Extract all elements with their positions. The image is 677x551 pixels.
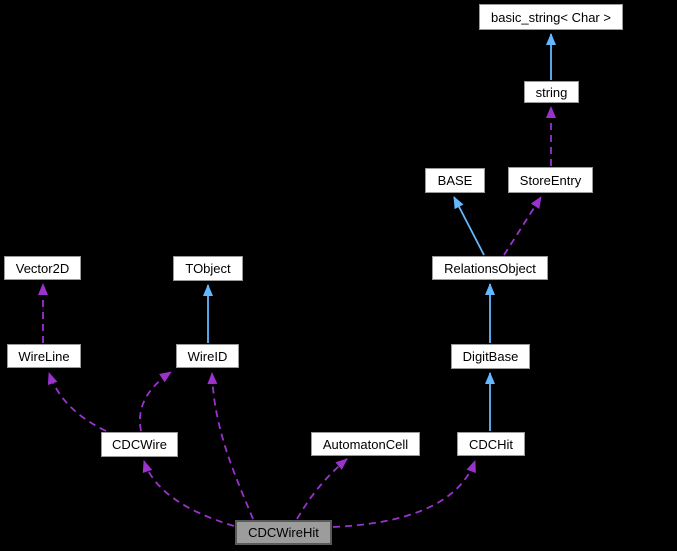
class-node-CDCHit[interactable]: CDCHit: [457, 432, 525, 456]
class-node-label: string: [535, 84, 568, 100]
edge-CDCWire-to-WireID: [139, 371, 172, 432]
class-node-TObject[interactable]: TObject: [173, 256, 243, 281]
class-node-label: AutomatonCell: [322, 436, 409, 452]
class-node-RelationsObject[interactable]: RelationsObject: [432, 256, 548, 280]
edge-CDCWireHit-to-CDCWire: [142, 460, 235, 527]
class-node-label: RelationsObject: [444, 260, 536, 276]
class-node-StoreEntry[interactable]: StoreEntry: [508, 167, 593, 193]
class-node-label: Vector2D: [15, 260, 70, 276]
class-node-label: WireID: [187, 348, 228, 364]
class-node-DigitBase[interactable]: DigitBase: [451, 344, 530, 369]
edge-CDCWire-to-WireLine: [47, 372, 107, 432]
class-node-label: CDCWire: [112, 437, 167, 452]
class-node-label: basic_string< Char >: [491, 9, 611, 25]
class-node-BASE[interactable]: BASE: [425, 168, 485, 193]
class-node-label: StoreEntry: [519, 172, 582, 188]
class-node-string[interactable]: string: [524, 81, 579, 103]
class-node-Vector2D[interactable]: Vector2D: [4, 256, 81, 280]
class-node-label: CDCHit: [468, 436, 514, 452]
class-node-AutomatonCell[interactable]: AutomatonCell: [311, 432, 420, 456]
class-node-label: BASE: [437, 173, 473, 188]
class-node-WireLine[interactable]: WireLine: [7, 344, 81, 368]
class-node-CDCWireHit: CDCWireHit: [235, 520, 332, 545]
edge-CDCWireHit-to-CDCHit: [332, 460, 476, 528]
edge-RelationsObject-to-StoreEntry: [503, 196, 542, 256]
edge-RelationsObject-to-BASE: [453, 196, 485, 256]
edge-CDCWireHit-to-AutomatonCell: [296, 458, 348, 520]
class-node-label: WireLine: [18, 348, 70, 364]
edge-CDCWireHit-to-WireID: [207, 372, 254, 520]
class-node-WireID[interactable]: WireID: [176, 344, 239, 368]
class-node-CDCWire[interactable]: CDCWire: [101, 432, 178, 457]
class-node-label: TObject: [185, 261, 231, 276]
class-node-label: DigitBase: [462, 349, 519, 364]
class-node-label: CDCWireHit: [248, 525, 319, 540]
class-node-basic_string[interactable]: basic_string< Char >: [479, 4, 623, 30]
